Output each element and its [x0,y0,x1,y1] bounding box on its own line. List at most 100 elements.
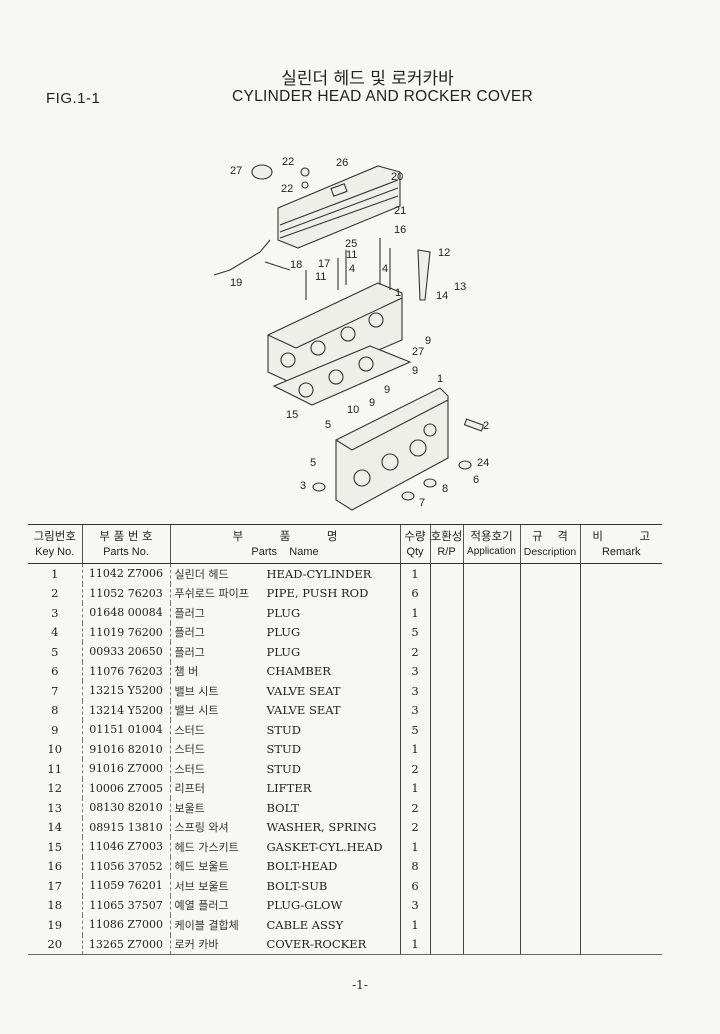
part-number: 91016 82010 [81,739,170,759]
header-rp-english: R/P [437,546,456,558]
rp-cell [429,642,463,662]
quantity: 1 [399,837,430,857]
header-parts-name-korean: 부 품 명 [232,529,338,543]
rp-cell [429,817,463,837]
application-cell [462,837,520,857]
description-cell [519,720,580,740]
callout: 7 [419,497,425,509]
description-cell [519,798,580,818]
rp-cell [429,563,463,584]
callout: 10 [347,404,359,416]
part-name-korean: 서브 보울트 [174,879,229,893]
part-number: 11056 37052 [81,856,170,876]
title-korean: 실린더 헤드 및 로커카바 [281,69,454,89]
callout: 11 [346,249,357,261]
header-description-korean: 규 격 [532,529,568,543]
callout: 24 [477,457,489,469]
callout: 20 [391,171,403,183]
description-cell [519,915,580,935]
part-number: 13265 Z7000 [81,934,170,955]
part-name-english: WASHER, SPRING [266,820,377,835]
key-no: 1 [51,566,59,581]
key-no: 15 [47,839,63,854]
application-cell [462,603,520,623]
description-cell [519,876,580,896]
part-name-korean: 케이블 결합체 [174,918,239,932]
part-name-korean: 예열 플러그 [174,899,229,913]
part-number: 08130 82010 [81,798,170,818]
part-number: 11059 76201 [81,876,170,896]
quantity: 6 [399,583,430,603]
part-name-korean: 스프링 와셔 [174,821,229,835]
remark-cell [579,642,662,662]
rp-cell [429,700,463,720]
remark-cell [579,856,662,876]
key-no: 9 [51,722,59,737]
callout: 4 [382,263,388,275]
key-no: 10 [47,742,63,757]
part-number: 11076 76203 [81,661,170,681]
rp-cell [429,798,463,818]
application-cell [462,798,520,818]
quantity: 5 [399,720,430,740]
exploded-parts-diagram: 27 22 26 20 22 21 16 25 11 12 17 4 4 18 … [213,156,489,511]
remark-cell [579,681,662,701]
description-cell [519,642,580,662]
rp-cell [429,856,463,876]
part-name-english: HEAD-CYLINDER [266,566,372,581]
callout: 27 [412,346,424,358]
remark-cell [579,622,662,642]
part-name-korean: 리프터 [174,782,205,796]
description-cell [519,778,580,798]
quantity: 2 [399,759,430,779]
description-cell [519,934,580,955]
part-name-korean: 밸브 시트 [174,704,219,718]
application-cell [462,739,520,759]
remark-cell [579,759,662,779]
header-remark-english: Remark [601,546,641,558]
key-no: 14 [47,820,63,835]
part-number: 91016 Z7000 [81,759,170,779]
callout: 18 [290,259,302,271]
header-application-korean: 적용호기 [470,529,513,543]
remark-cell [579,563,662,584]
application-cell [462,681,520,701]
remark-cell [579,915,662,935]
part-number: 13215 Y5200 [81,681,170,701]
part-number: 10006 Z7005 [81,778,170,798]
callout: 9 [412,365,418,377]
part-name-english: VALVE SEAT [266,683,341,698]
part-name-english: STUD [266,742,301,757]
part-name-korean: 실린더 헤드 [174,567,229,581]
callout: 17 [318,258,330,270]
application-cell [462,778,520,798]
header-parts-name-english: Parts Name [251,546,319,558]
callout: 8 [442,483,448,495]
part-name-english: VALVE SEAT [266,703,341,718]
key-no: 17 [47,878,63,893]
quantity: 1 [399,934,430,955]
rp-cell [429,739,463,759]
callout: 15 [286,409,298,421]
key-no: 16 [47,859,63,874]
application-cell [462,700,520,720]
callout: 9 [369,397,375,409]
key-no: 5 [51,644,59,659]
part-number: 01648 00084 [81,603,170,623]
